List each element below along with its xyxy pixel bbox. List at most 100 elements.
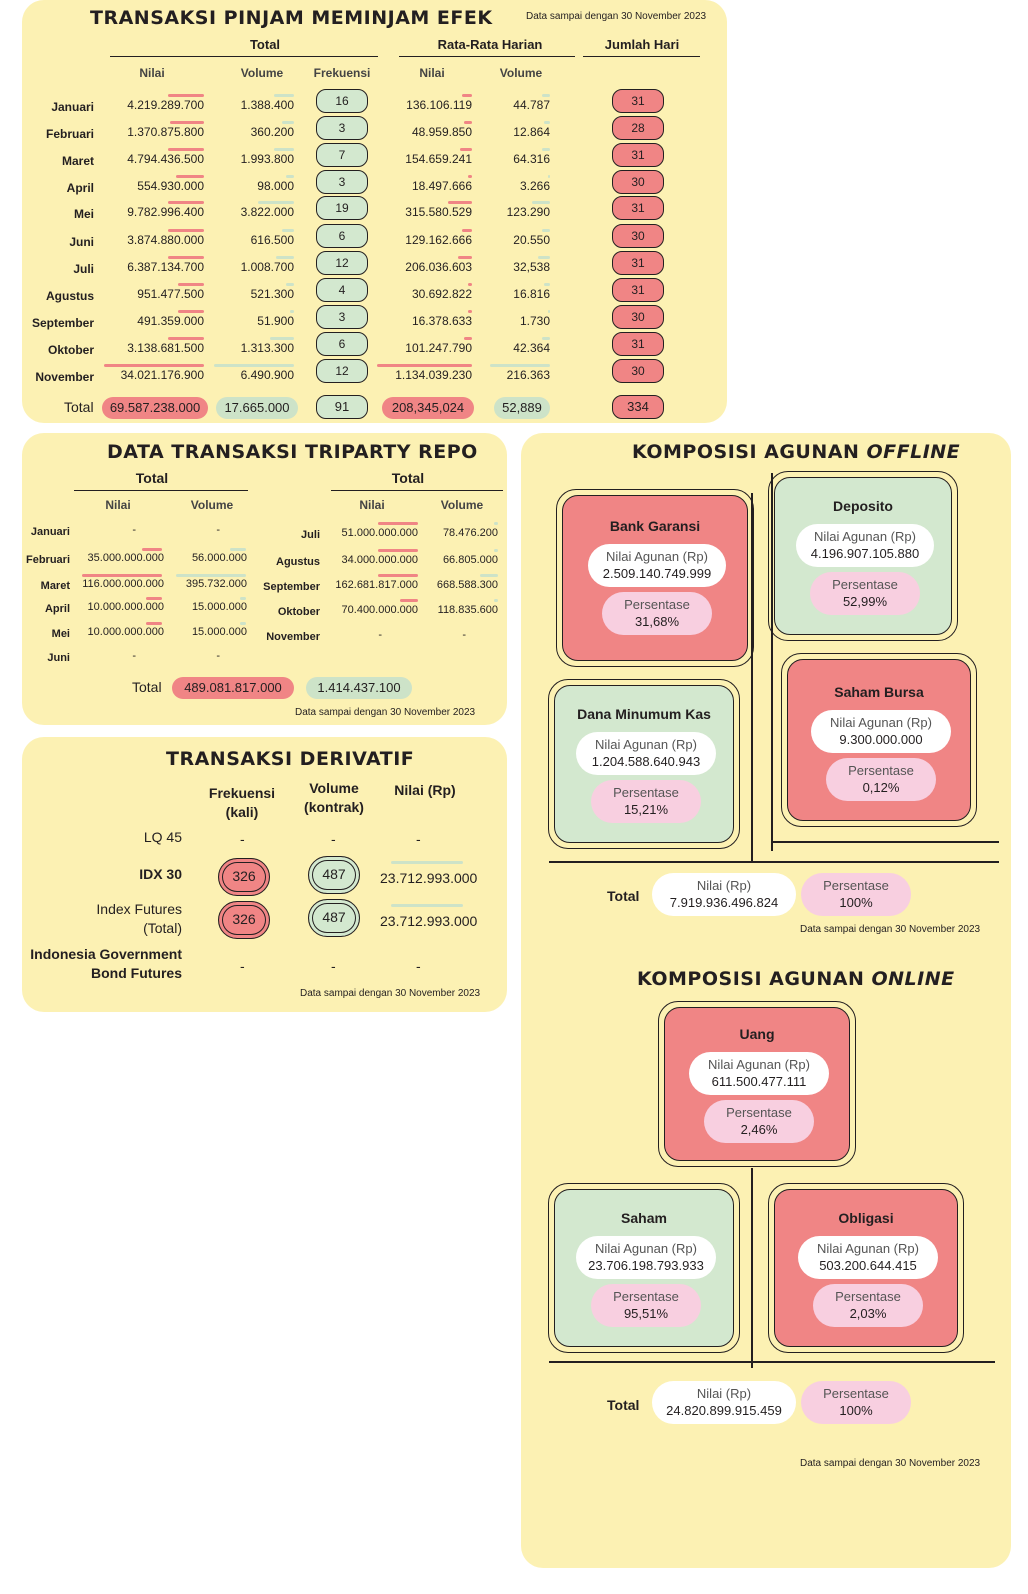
online-card-value-label: Nilai Agunan (Rp): [595, 1241, 697, 1256]
jumlah-hari-pill: 31: [612, 278, 664, 302]
online-card-pct-label: Persentase: [613, 1289, 679, 1304]
offline-card-value: Nilai Agunan (Rp) 1.204.588.640.943: [576, 732, 716, 775]
repo-nilai-cell: 51.000.000.000: [341, 527, 418, 539]
online-card-value-text: 503.200.644.415: [819, 1258, 917, 1273]
offline-card-value-label: Nilai Agunan (Rp): [595, 737, 697, 752]
frekuensi-pill: 19: [316, 196, 368, 220]
offline-card-value-text: 1.204.588.640.943: [591, 754, 701, 769]
repo-nilai-cell: 70.400.000.000: [341, 604, 418, 616]
volume-bar: [282, 121, 294, 124]
offline-card-value: Nilai Agunan (Rp)9.300.000.000: [811, 710, 951, 753]
offline-card-value: Nilai Agunan (Rp)2.509.140.749.999: [588, 544, 726, 587]
avg-volume-cell: 16.816: [513, 287, 550, 301]
repo-nilai-bar: [146, 597, 162, 600]
repo-month-label: Maret: [40, 580, 70, 592]
avg-volume-cell: 20.550: [513, 233, 550, 247]
derivatif-row-label: Index Futures: [96, 901, 182, 917]
offline-card-title: Dana Minumum Kas: [577, 706, 711, 722]
nilai-cell: 3.874.880.000: [127, 233, 204, 247]
nilai-bar: [168, 229, 204, 232]
derivatif-row-label: LQ 45: [143, 829, 182, 845]
online-total-value: Nilai (Rp) 24.820.899.915.459: [652, 1381, 796, 1424]
derivatif-row-label: Indonesia Government: [30, 946, 182, 962]
avg-nilai-cell: 154.659.241: [405, 152, 472, 166]
avg-nilai-bar: [468, 283, 472, 286]
repo-volume-bar: [176, 574, 246, 577]
repo-month-label: Januari: [30, 526, 70, 538]
volume-bar: [282, 229, 294, 232]
avg-nilai-cell: 206.036.603: [405, 260, 472, 274]
volume-cell: 1.008.700: [240, 260, 294, 274]
pinjam-total-nilai: 69.587.238.000: [102, 397, 208, 419]
avg-nilai-cell: 136.106.119: [406, 98, 472, 112]
pinjam-col-volume: Volume: [240, 66, 284, 80]
offline-total-pct-text: 100%: [839, 895, 873, 910]
volume-cell: 1.313.300: [240, 341, 294, 355]
offline-card-title: Saham Bursa: [834, 684, 924, 700]
repo-nilai-bar: [378, 574, 418, 577]
volume-bar: [286, 283, 294, 286]
online-total-pct-label: Persentase: [823, 1386, 889, 1401]
online-total-pct: Persentase 100%: [801, 1381, 911, 1424]
offline-title-em: OFFLINE: [866, 441, 961, 463]
repo-title: DATA TRANSAKSI TRIPARTY REPO: [107, 441, 478, 463]
pinjam-total-volume: 17.665.000: [216, 397, 298, 419]
avg-volume-bar: [544, 121, 550, 124]
derivatif-nilai: -: [416, 831, 421, 847]
pinjam-total-label: Total: [64, 399, 94, 415]
online-card-value-text: 23.706.198.793.933: [588, 1258, 704, 1273]
nilai-cell: 4.794.436.500: [127, 152, 204, 166]
derivatif-title: TRANSAKSI DERIVATIF: [166, 748, 415, 770]
repo-nilai-bar: [378, 549, 418, 552]
pinjam-col-nilai: Nilai: [139, 66, 165, 80]
jumlah-hari-pill: 28: [612, 116, 664, 140]
nilai-cell: 34.021.176.900: [120, 368, 204, 382]
offline-card-value-label: Nilai Agunan (Rp): [814, 529, 916, 544]
online-total-value-label: Nilai (Rp): [696, 1386, 752, 1401]
repo-nilai-cell: 116.000.000.000: [82, 578, 164, 590]
frekuensi-pill: 7: [316, 143, 368, 167]
repo-nilai-cell: 34.000.000.000: [341, 554, 418, 566]
online-total-value-text: 24.820.899.915.459: [666, 1403, 782, 1418]
pinjam-group-avg-underline: [399, 56, 575, 57]
avg-volume-cell: 64.316: [513, 152, 550, 166]
repo-volume-cell: 15.000.000: [191, 601, 247, 613]
jumlah-hari-pill: 30: [612, 224, 664, 248]
online-card-value-label: Nilai Agunan (Rp): [708, 1057, 810, 1072]
online-card-value: Nilai Agunan (Rp)503.200.644.415: [798, 1236, 938, 1279]
avg-nilai-bar: [464, 121, 472, 124]
offline-card-pct-label: Persentase: [832, 577, 898, 592]
repo-nilai-bar: [400, 599, 418, 602]
offline-card-value-label: Nilai Agunan (Rp): [606, 549, 708, 564]
month-label: Mei: [73, 207, 94, 221]
repo-volume-bar: [240, 622, 246, 625]
offline-card-title: Deposito: [833, 498, 893, 514]
derivatif-nilai: -: [416, 958, 421, 974]
nilai-bar: [168, 148, 204, 151]
repo-nilai-cell: -: [378, 629, 382, 641]
repo-volume-bar: [480, 574, 498, 577]
derivatif-frek-circle: 326: [218, 858, 270, 896]
nilai-bar: [168, 94, 204, 97]
frekuensi-pill: 6: [316, 224, 368, 248]
nilai-cell: 491.359.000: [137, 314, 204, 328]
repo-volume-cell: -: [462, 629, 466, 641]
offline-card-pct-text: 52,99%: [842, 594, 888, 609]
derivatif-nilai: 23.712.993.000: [380, 870, 478, 886]
frekuensi-pill: 12: [316, 359, 368, 383]
volume-bar: [276, 256, 294, 259]
offline-total-pct-label: Persentase: [823, 878, 889, 893]
frekuensi-pill: 6: [316, 332, 368, 356]
offline-connector: [751, 493, 753, 861]
online-title-prefix: KOMPOSISI AGUNAN: [637, 968, 872, 990]
offline-total-value-label: Nilai (Rp): [696, 878, 752, 893]
repo-volume-bar: [230, 548, 246, 551]
